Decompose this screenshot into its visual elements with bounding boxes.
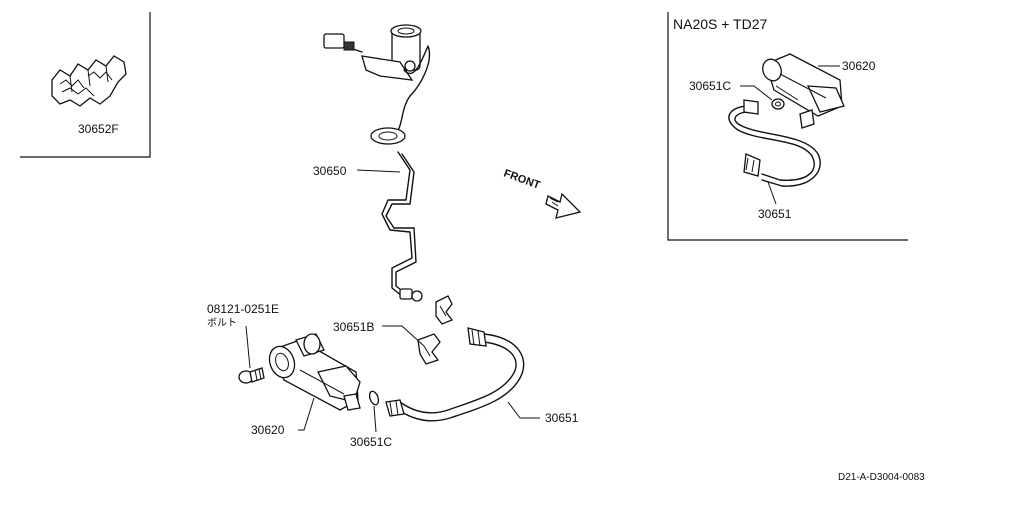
label-30620-main: 30620 [251, 423, 285, 437]
bracket-clip[interactable] [435, 295, 454, 325]
label-30652F: 30652F [78, 122, 119, 136]
label-30651-inset: 30651 [758, 207, 792, 221]
bolt-08121-0251E[interactable] [238, 367, 265, 384]
label-30651C-main: 30651C [350, 435, 392, 449]
leader-30651-inset [767, 181, 777, 205]
inset-variant-title: NA20S + TD27 [673, 16, 768, 32]
washer-30651C-inset[interactable] [771, 98, 785, 110]
leader-30651-main [507, 401, 540, 419]
front-direction-arrow: FRONT [502, 168, 582, 219]
leader-30651C-main [373, 405, 377, 433]
master-cylinder[interactable] [323, 24, 422, 81]
label-bolt-number: 08121-0251E [207, 302, 279, 316]
leader-bolt [245, 325, 251, 369]
label-30650: 30650 [313, 164, 347, 178]
label-bolt-jp: ボルト [207, 317, 237, 329]
inset-variant-frame [667, 12, 908, 241]
washer-30651C-main[interactable] [368, 390, 380, 406]
hose-30651-inset[interactable] [728, 99, 821, 187]
label-30651B: 30651B [333, 320, 374, 334]
clamp-30652F[interactable] [51, 55, 127, 107]
inset-clamp-frame [20, 12, 151, 158]
leader-30650 [356, 169, 401, 173]
clip-30651B[interactable] [417, 333, 441, 365]
label-30620-inset: 30620 [842, 59, 876, 73]
leader-30620-main [298, 397, 315, 431]
clutch-pipe-30650[interactable] [370, 45, 431, 302]
hose-30651-main[interactable] [385, 327, 525, 422]
front-label: FRONT [502, 168, 542, 192]
leader-30651C-inset [740, 85, 773, 101]
diagram-code: D21-A-D3004-0083 [838, 472, 925, 483]
slave-cylinder-30620-main[interactable] [265, 333, 361, 411]
slave-cylinder-30620-inset[interactable] [760, 53, 845, 129]
label-30651-main: 30651 [545, 411, 579, 425]
label-30651C-inset: 30651C [689, 79, 731, 93]
leader-30651B [382, 325, 425, 347]
